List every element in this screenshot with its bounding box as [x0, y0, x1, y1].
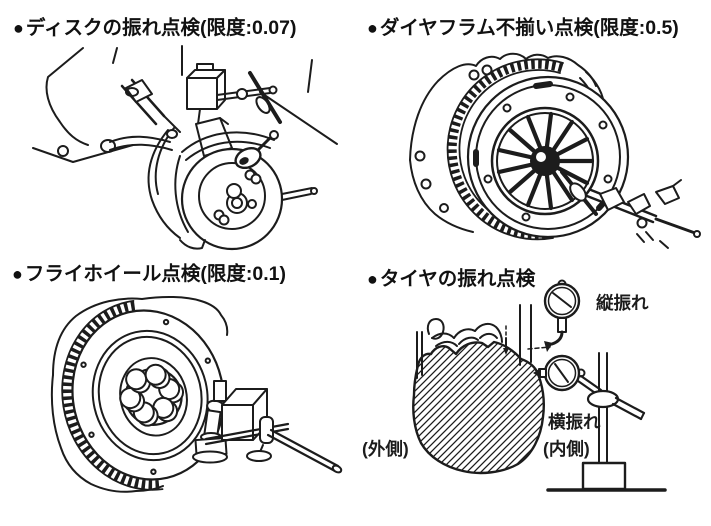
disc-runout-illustration: [32, 45, 338, 251]
label-outside: (外側): [362, 439, 409, 459]
bullet-icon: ●: [367, 18, 378, 38]
tire-cross-section: [412, 340, 545, 475]
hub-holes: [213, 169, 262, 226]
vertical-dial-gauge: [543, 279, 581, 352]
bullet-icon: ●: [367, 269, 378, 289]
label-lateral-runout: 横振れ: [548, 412, 601, 432]
label-vertical-runout: 縦振れ: [596, 293, 649, 313]
figure-title-diaphragm: ●ダイヤフラム不揃い点検(限度:0.5): [367, 11, 679, 40]
flywheel-bolts: [119, 363, 185, 427]
wheel-rim: [416, 304, 532, 379]
figure-title-tire-text: タイヤの振れ点検: [379, 268, 536, 290]
label-inside: (内側): [543, 439, 590, 459]
gauge-stand: [546, 352, 667, 492]
figure-title-disc: ●ディスクの振れ点検(限度:0.07): [13, 11, 296, 40]
figure-title-tire: ●タイヤの振れ点検: [367, 262, 535, 291]
flywheel-check-illustration: [50, 295, 343, 493]
bullet-icon: ●: [12, 264, 23, 284]
dial-gauge-mount: [181, 45, 282, 125]
diaphragm-check-illustration: [409, 52, 701, 249]
engine-block-outline: [50, 295, 229, 493]
figure-title-flywheel-text: フライホイール点検(限度:0.1): [24, 263, 286, 285]
figure-title-flywheel: ●フライホイール点検(限度:0.1): [12, 257, 286, 286]
brake-hose: [147, 127, 181, 239]
bullet-icon: ●: [13, 18, 24, 38]
figure-title-disc-text: ディスクの振れ点検(限度:0.07): [25, 17, 297, 39]
dial-indicator-head: [234, 130, 279, 170]
suspension-parts: [100, 78, 181, 153]
figure-title-diaphragm-text: ダイヤフラム不揃い点検(限度:0.5): [379, 17, 679, 39]
alignment-tool: [560, 170, 701, 249]
tire-runout-illustration: 縦振れ 横振れ (外側) (内側): [362, 279, 667, 492]
car-body-lines: [32, 47, 338, 163]
annotation-labels: 縦振れ 横振れ (外側) (内側): [362, 293, 649, 459]
dial-gauge-assembly: [192, 380, 343, 474]
flywheel: [61, 299, 225, 491]
brake-disc: [174, 131, 318, 251]
horizontal-dial-gauge: [533, 354, 586, 392]
